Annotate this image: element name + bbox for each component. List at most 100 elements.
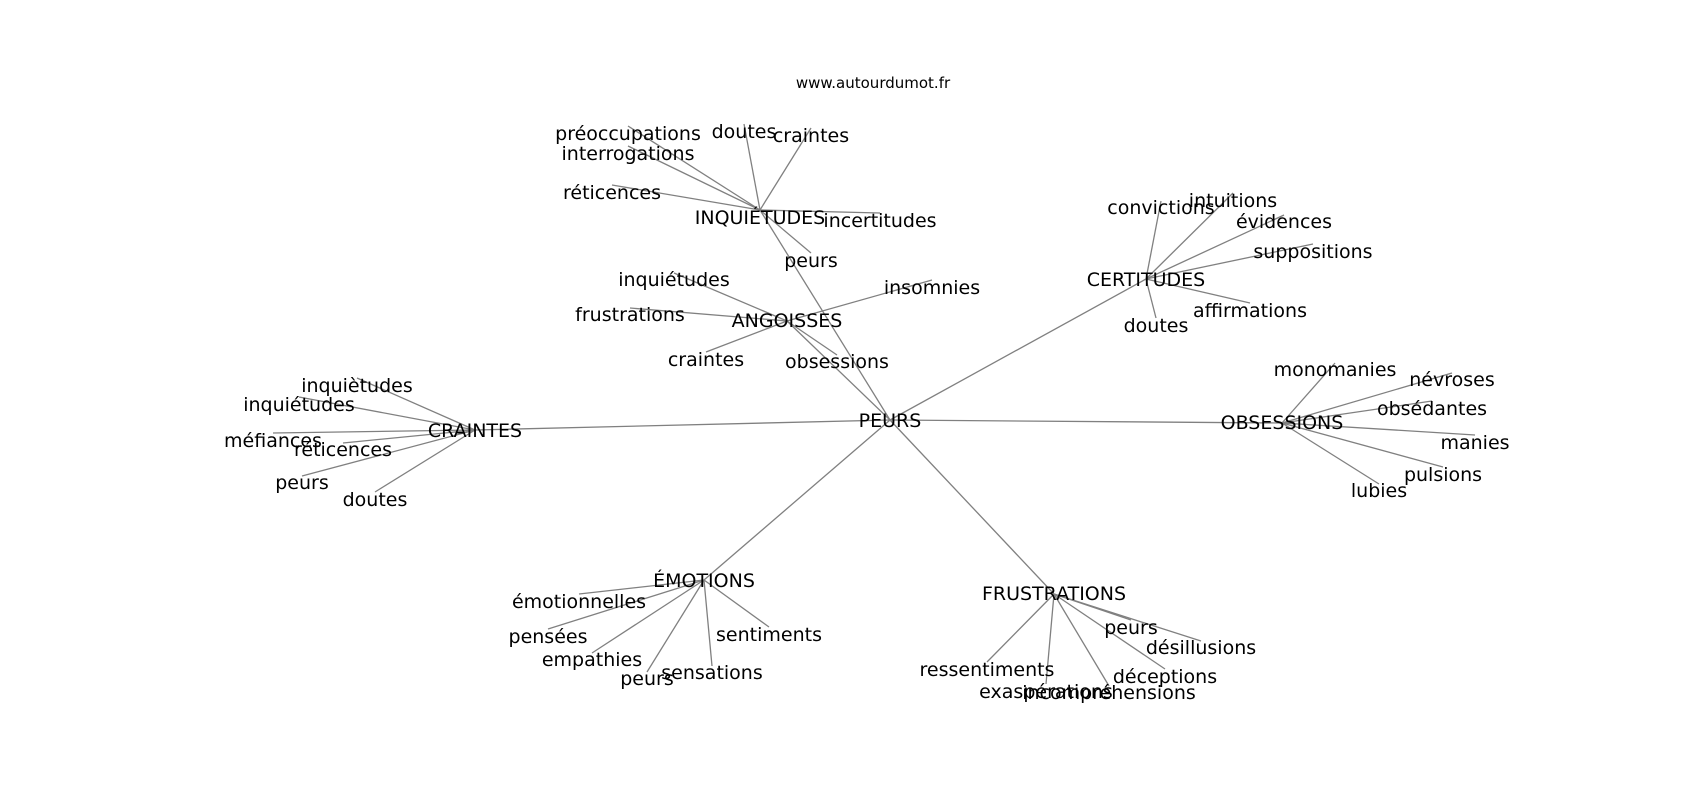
edge-inquietudes-incertitudes bbox=[759, 209, 881, 214]
hub-node-inquietudes[interactable]: INQUIÉTUDES bbox=[695, 206, 826, 229]
word-node-peurs[interactable]: peurs bbox=[1104, 617, 1158, 639]
edge-inquietudes-preoccupations bbox=[627, 125, 761, 211]
word-node-convictions[interactable]: convictions bbox=[1107, 197, 1214, 219]
word-node-incertitudes[interactable]: incertitudes bbox=[823, 210, 936, 232]
source-url[interactable]: www.autourdumot.fr bbox=[796, 74, 951, 92]
edge-angoisses-inquietudes bbox=[673, 272, 788, 322]
word-node-doutes[interactable]: doutes bbox=[1124, 315, 1189, 337]
hub-node-emotions[interactable]: ÉMOTIONS bbox=[653, 569, 755, 592]
hub-node-angoisses[interactable]: ANGOISSES bbox=[732, 310, 843, 332]
edge-center-certitudes bbox=[889, 278, 1147, 421]
word-node-emotionnelles[interactable]: émotionnelles bbox=[512, 591, 646, 613]
word-node-reticences[interactable]: réticences bbox=[294, 439, 392, 461]
word-node-incomprehensions[interactable]: incompréhensions bbox=[1022, 682, 1196, 704]
word-node-obsedantes[interactable]: obsédantes bbox=[1377, 398, 1487, 420]
word-node-suppositions[interactable]: suppositions bbox=[1253, 241, 1372, 263]
edge-certitudes-affirmations bbox=[1145, 278, 1251, 304]
word-node-reticences[interactable]: réticences bbox=[563, 182, 661, 204]
word-node-inquietudes[interactable]: inquiétudes bbox=[243, 394, 355, 416]
edge-certitudes-evidences bbox=[1145, 214, 1285, 280]
edge-inquietudes-craintes bbox=[759, 127, 812, 211]
word-node-peurs[interactable]: peurs bbox=[784, 250, 838, 272]
edge-obsessions-obsedantes bbox=[1281, 400, 1433, 424]
edge-inquietudes-doutes bbox=[743, 123, 761, 211]
word-node-desillusions[interactable]: désillusions bbox=[1146, 637, 1256, 659]
graph-edges bbox=[272, 123, 1476, 687]
hub-node-craintes[interactable]: CRAINTES bbox=[428, 420, 522, 442]
word-node-lubies[interactable]: lubies bbox=[1351, 480, 1407, 502]
word-node-exasperations[interactable]: exaspérations bbox=[979, 681, 1113, 703]
edge-center-emotions bbox=[703, 419, 891, 581]
edge-frustrations-incomprehensions bbox=[1053, 593, 1110, 687]
word-node-intuitions[interactable]: intuitions bbox=[1189, 190, 1277, 212]
edge-certitudes-suppositions bbox=[1145, 243, 1314, 280]
word-node-frustrations[interactable]: frustrations bbox=[575, 304, 685, 326]
edge-obsessions-manies bbox=[1281, 422, 1476, 436]
edge-emotions-emotionnelles bbox=[578, 579, 705, 595]
edge-obsessions-monomanies bbox=[1281, 362, 1336, 424]
word-node-ressentiments[interactable]: ressentiments bbox=[920, 659, 1055, 681]
edge-craintes-reticences bbox=[342, 429, 476, 444]
edge-center-craintes bbox=[474, 419, 891, 431]
word-node-preoccupations[interactable]: préoccupations bbox=[555, 123, 701, 145]
center-node[interactable]: PEURS bbox=[859, 410, 922, 432]
edge-center-obsessions bbox=[889, 419, 1283, 424]
edge-certitudes-intuitions bbox=[1145, 192, 1234, 280]
edge-craintes-inquietudes bbox=[356, 377, 476, 431]
word-node-affirmations[interactable]: affirmations bbox=[1193, 300, 1307, 322]
word-node-deceptions[interactable]: déceptions bbox=[1113, 666, 1217, 688]
word-node-inquietudes[interactable]: inquiétudes bbox=[618, 269, 730, 291]
word-node-monomanies[interactable]: monomanies bbox=[1274, 359, 1397, 381]
edge-craintes-inquietudes bbox=[298, 396, 476, 431]
edge-angoisses-insomnies bbox=[786, 279, 933, 322]
edge-frustrations-deceptions bbox=[1053, 593, 1166, 670]
edge-emotions-pensees bbox=[547, 579, 705, 630]
edge-certitudes-doutes bbox=[1145, 278, 1157, 319]
edge-inquietudes-peurs bbox=[759, 209, 812, 254]
edge-emotions-sensations bbox=[703, 579, 713, 667]
edge-center-inquietudes bbox=[759, 209, 891, 421]
word-node-sensations[interactable]: sensations bbox=[661, 662, 762, 684]
word-node-nevroses[interactable]: névroses bbox=[1409, 369, 1494, 391]
edge-certitudes-convictions bbox=[1145, 200, 1162, 280]
word-node-manies[interactable]: manies bbox=[1440, 432, 1509, 454]
word-node-sentiments[interactable]: sentiments bbox=[716, 624, 822, 646]
word-node-insomnies[interactable]: insomnies bbox=[884, 277, 980, 299]
word-node-peurs[interactable]: peurs bbox=[275, 472, 329, 494]
word-node-doutes[interactable]: doutes bbox=[712, 121, 777, 143]
edge-craintes-peurs bbox=[301, 429, 476, 477]
edge-center-angoisses bbox=[786, 320, 891, 421]
word-node-peurs[interactable]: peurs bbox=[620, 668, 674, 690]
edge-angoisses-frustrations bbox=[629, 307, 788, 322]
edge-craintes-mefiances bbox=[272, 429, 476, 434]
word-node-evidences[interactable]: évidences bbox=[1236, 211, 1332, 233]
word-node-obsessions[interactable]: obsessions bbox=[785, 351, 889, 373]
edge-center-frustrations bbox=[889, 419, 1055, 595]
word-node-pulsions[interactable]: pulsions bbox=[1404, 464, 1482, 486]
edge-frustrations-ressentiments bbox=[986, 593, 1055, 663]
edge-frustrations-peurs bbox=[1053, 593, 1132, 621]
word-node-doutes[interactable]: doutes bbox=[343, 489, 408, 511]
edge-emotions-empathies bbox=[591, 579, 705, 654]
edge-angoisses-obsessions bbox=[786, 320, 838, 356]
word-node-empathies[interactable]: empathies bbox=[542, 649, 642, 671]
hub-node-obsessions[interactable]: OBSESSIONS bbox=[1221, 412, 1344, 434]
word-node-pensees[interactable]: pensées bbox=[509, 626, 588, 648]
word-node-inquietudes[interactable]: inquiètudes bbox=[301, 375, 413, 397]
edge-emotions-peurs bbox=[646, 579, 705, 673]
edge-craintes-doutes bbox=[374, 429, 476, 493]
edge-obsessions-pulsions bbox=[1281, 422, 1444, 468]
edge-angoisses-craintes bbox=[705, 320, 788, 353]
word-node-craintes[interactable]: craintes bbox=[773, 125, 849, 147]
hub-node-certitudes[interactable]: CERTITUDES bbox=[1087, 269, 1206, 291]
word-node-mefiances[interactable]: méfiances bbox=[224, 430, 322, 452]
edge-frustrations-exasperations bbox=[1045, 593, 1055, 685]
hub-node-frustrations[interactable]: FRUSTRATIONS bbox=[982, 583, 1126, 605]
edge-emotions-sentiments bbox=[703, 579, 770, 628]
word-node-interrogations[interactable]: interrogations bbox=[562, 143, 695, 165]
word-node-craintes[interactable]: craintes bbox=[668, 349, 744, 371]
edge-inquietudes-reticences bbox=[611, 184, 761, 211]
edge-inquietudes-interrogations bbox=[627, 145, 761, 211]
